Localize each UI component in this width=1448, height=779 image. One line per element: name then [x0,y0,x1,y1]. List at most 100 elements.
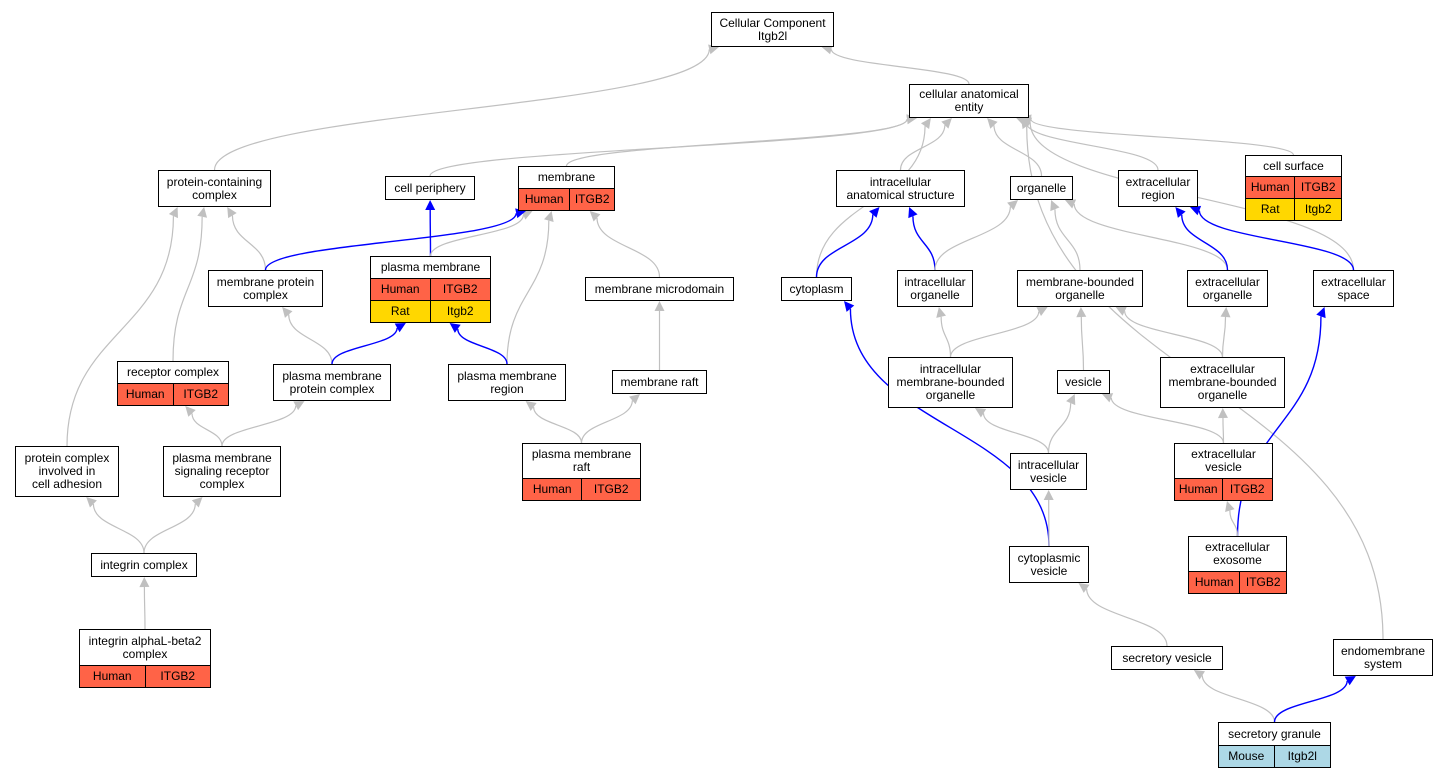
arrowhead-ic-to-pcica [86,497,97,508]
gene-label: ITGB2 [429,279,490,300]
annotation-row: Human ITGB2 [80,665,210,687]
node-integrin-alphal-beta2-complex[interactable]: integrin alphaL-beta2 complex Human ITGB… [79,629,211,688]
annotation-row: Human ITGB2 [1175,478,1272,500]
arrowhead-sv-to-cv [1078,583,1090,593]
arrowhead-mmd-to-mem [589,211,601,222]
annotation-row: Rat Itgb2 [371,300,490,322]
node-extracellular-organelle[interactable]: extracellular organelle [1187,270,1268,307]
node-cellular-component[interactable]: Cellular Component Itgb2l [711,12,834,47]
node-cell-surface[interactable]: cell surface Human ITGB2 Rat Itgb2 [1245,155,1342,221]
edge-ves-to-mbo [1080,316,1085,371]
edge-sg-to-sv [1201,675,1276,723]
edge-mbo-to-org [1054,209,1081,271]
species-human: Human [371,279,430,300]
arrowhead-cyt-to-cae [920,118,931,130]
node-plasma-membrane-protein-complex[interactable]: plasma membrane protein complex [273,364,391,401]
arrowhead-cae-to-root [821,44,833,55]
edge-cae-to-root [830,49,970,85]
node-cytoplasmic-vesicle[interactable]: cytoplasmic vesicle [1009,546,1089,583]
node-extracellular-space[interactable]: extracellular space [1313,270,1394,307]
node-secretory-granule[interactable]: secretory granule Mouse Itgb2l [1218,722,1331,768]
annotation-row: Mouse Itgb2l [1219,745,1330,767]
node-membrane-microdomain[interactable]: membrane microdomain [585,277,734,301]
arrowhead-pmr-to-mem [544,211,554,222]
arrowhead-rc-to-pcc [197,207,208,218]
edge-es-to-exr [1198,210,1355,271]
node-membrane[interactable]: membrane Human ITGB2 [518,166,615,211]
arrowhead-ems-to-cae [1021,118,1031,130]
node-cytoplasm[interactable]: cytoplasm [781,277,852,301]
edge-imbo-to-io [940,316,952,358]
arrowhead-ev-to-embo [1217,408,1228,419]
arrowhead-pmsrc-to-pmpc [293,401,305,411]
node-intracellular-anatomical-structure[interactable]: intracellular anatomical structure [836,170,965,207]
arrowhead-pm-to-mem [521,210,533,220]
arrowhead-ev-to-ves [1102,393,1114,403]
edge-org-to-cae [993,125,1043,177]
node-membrane-bounded-organelle[interactable]: membrane-bounded organelle [1017,270,1143,307]
node-cellular-anatomical-entity[interactable]: cellular anatomical entity [909,84,1029,118]
arrowhead-pmr-to-pm [449,323,461,333]
arrowhead-org-to-cae [987,118,998,129]
gene-label: Itgb2 [1294,199,1341,220]
node-integrin-complex[interactable]: integrin complex [91,553,197,577]
node-extracellular-vesicle[interactable]: extracellular vesicle Human ITGB2 [1174,443,1273,501]
edge-pmsrc-to-rc [191,413,223,447]
node-plasma-membrane[interactable]: plasma membrane Human ITGB2 Rat Itgb2 [370,256,491,323]
node-secretory-vesicle[interactable]: secretory vesicle [1111,646,1223,670]
node-extracellular-exosome[interactable]: extracellular exosome Human ITGB2 [1188,536,1287,594]
node-protein-complex-involved-in-cell-adhesion[interactable]: protein complex involved in cell adhesio… [15,446,119,497]
node-intracellular-organelle[interactable]: intracellular organelle [897,270,973,307]
node-endomembrane-system[interactable]: endomembrane system [1333,639,1433,676]
arrowhead-ves-to-mbo [1076,307,1087,318]
edge-embo-to-mbo [1124,311,1224,358]
gene-label: Itgb2l [1273,746,1330,767]
arrowhead-io-to-ias [908,207,918,219]
node-extracellular-region[interactable]: extracellular region [1118,170,1198,207]
edge-cv-to-cyt [849,308,1050,547]
gene-label: ITGB2 [144,666,210,687]
species-human: Human [1246,177,1295,198]
edge-pmr-to-pm [457,328,508,365]
node-intracellular-membrane-bounded-organelle[interactable]: intracellular membrane-bounded organelle [888,357,1013,408]
arrowhead-eo-to-org [1065,199,1077,209]
node-intracellular-vesicle[interactable]: intracellular vesicle [1010,453,1087,490]
node-plasma-membrane-signaling-receptor-complex[interactable]: plasma membrane signaling receptor compl… [163,446,281,497]
annotation-row: Human ITGB2 [1246,176,1341,198]
node-vesicle[interactable]: vesicle [1057,370,1110,394]
arrowhead-ee-to-es [1316,307,1326,319]
edge-ias-to-cae [899,125,946,171]
arrowhead-ic-to-pmsrc [191,497,203,508]
node-plasma-membrane-region[interactable]: plasma membrane region [448,364,566,401]
edge-sg-to-ems [1273,680,1348,723]
species-human: Human [118,384,173,405]
species-human: Human [1175,479,1222,500]
arrowhead-pm-to-cp [425,200,436,211]
node-membrane-protein-complex[interactable]: membrane protein complex [208,270,323,307]
edge-ic-to-pcica [92,503,145,554]
edge-pmpc-to-pm [331,327,398,365]
edge-pmraft-to-mr [580,400,633,444]
edge-sv-to-cv [1086,588,1168,647]
arrowhead-embo-to-eo [1220,307,1231,318]
edge-ialb2-to-ic [143,586,146,630]
species-rat: Rat [1246,199,1295,220]
node-plasma-membrane-raft[interactable]: plasma membrane raft Human ITGB2 [522,443,641,501]
node-cell-periphery[interactable]: cell periphery [385,176,475,200]
arrowhead-pmraft-to-pmr [525,401,537,412]
node-organelle[interactable]: organelle [1010,176,1073,200]
edge-cyt-to-ias [815,214,874,278]
node-receptor-complex[interactable]: receptor complex Human ITGB2 [117,361,229,406]
node-extracellular-membrane-bounded-organelle[interactable]: extracellular membrane-bounded organelle [1160,357,1285,408]
edge-imbo-to-mbo [949,311,1040,358]
arrowhead-pmpc-to-pm [394,323,406,333]
edge-pmraft-to-pmr [533,406,583,444]
edge-ev-to-embo [1222,417,1225,444]
node-protein-containing-complex[interactable]: protein-containing complex [158,170,271,207]
edge-rc-to-pcc [172,216,203,362]
arrowhead-cv-to-cyt [844,301,855,312]
gene-label: ITGB2 [1294,177,1341,198]
edge-ev-to-ves [1110,397,1225,444]
node-membrane-raft[interactable]: membrane raft [612,370,707,394]
species-human: Human [519,189,570,210]
